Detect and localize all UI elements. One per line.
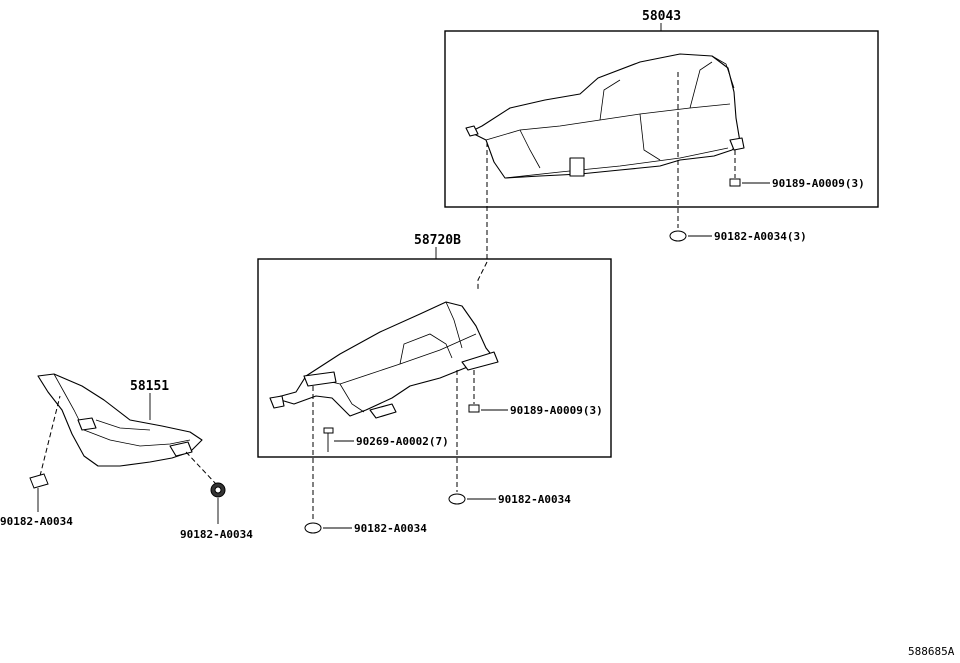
- upper-bolt-group: 90189-A0009(3): [729, 150, 865, 190]
- upper-assembly-group: 58043 90189-A0009(3) 90182-A0034(3): [444, 9, 879, 243]
- upper-clip-group: 90182-A0034(3): [669, 72, 807, 243]
- upper-to-middle-dashed-link: [477, 142, 488, 290]
- left-cover-bracket: [77, 417, 97, 431]
- middle-insulator-tab-left: [269, 395, 285, 409]
- middle-rivet-group: 90269-A0002(7): [323, 427, 449, 452]
- middle-insulator-tab-bottom: [369, 403, 397, 419]
- middle-clip-right-group: 90182-A0034: [448, 370, 571, 506]
- left-cover-label[interactable]: 58151: [130, 379, 169, 394]
- left-clip-b-group: 90182-A0034: [180, 451, 253, 541]
- middle-assembly-frame: [257, 258, 612, 458]
- middle-insulator-tab-right: [461, 351, 499, 371]
- left-cover-rib-2: [95, 419, 151, 431]
- upper-insulator-fold-3: [689, 61, 713, 109]
- upper-bolt-label[interactable]: 90189-A0009(3): [772, 177, 865, 190]
- upper-insulator-tab-right: [729, 137, 745, 151]
- left-clip-a-group: 90182-A0034: [0, 395, 73, 528]
- upper-insulator-fold-4: [519, 129, 541, 169]
- middle-insulator-recess: [399, 333, 453, 365]
- left-clip-b-hole: [214, 486, 222, 494]
- left-clip-a-dashed-line: [39, 395, 61, 477]
- left-clip-a-icon[interactable]: [29, 473, 49, 489]
- middle-clip-left-group: 90182-A0034: [304, 386, 427, 535]
- middle-clip-left-label[interactable]: 90182-A0034: [354, 522, 427, 535]
- left-cover-group: 58151 90182-A0034 90182-A0034: [0, 373, 253, 541]
- upper-assembly-label[interactable]: 58043: [642, 9, 681, 24]
- middle-clip-right-icon[interactable]: [448, 493, 466, 505]
- upper-insulator-tab-left: [465, 125, 479, 137]
- left-cover-rib: [83, 429, 191, 447]
- reference-code: 588685A: [908, 645, 955, 658]
- upper-bolt-icon[interactable]: [729, 178, 741, 187]
- middle-heat-insulator[interactable]: [273, 301, 495, 417]
- middle-assembly-group: 58720B 90189-A0009(3) 90269-A0002(7): [257, 233, 612, 535]
- upper-heat-insulator[interactable]: [469, 53, 741, 179]
- middle-insulator-fold: [339, 383, 365, 413]
- middle-bolt-label[interactable]: 90189-A0009(3): [510, 404, 603, 417]
- middle-insulator-bracket: [303, 371, 337, 387]
- middle-bolt-icon[interactable]: [468, 404, 480, 413]
- upper-clip-icon[interactable]: [669, 230, 687, 242]
- middle-insulator-fold-2: [445, 301, 463, 349]
- upper-insulator-end: [711, 55, 735, 89]
- left-clip-b-label[interactable]: 90182-A0034: [180, 528, 253, 541]
- upper-assembly-frame: [444, 30, 879, 208]
- upper-clip-label[interactable]: 90182-A0034(3): [714, 230, 807, 243]
- upper-insulator-fold: [599, 79, 621, 121]
- upper-insulator-bracket: [569, 157, 585, 177]
- left-clip-b-dashed-line: [185, 451, 217, 485]
- upper-insulator-edge: [504, 147, 729, 179]
- left-clip-a-label[interactable]: 90182-A0034: [0, 515, 73, 528]
- upper-insulator-fold-2: [639, 113, 661, 161]
- middle-rivet-head-icon[interactable]: [323, 427, 334, 434]
- middle-clip-right-label[interactable]: 90182-A0034: [498, 493, 571, 506]
- middle-clip-left-icon[interactable]: [304, 522, 322, 534]
- middle-bolt-group: 90189-A0009(3): [468, 370, 603, 417]
- middle-assembly-label[interactable]: 58720B: [414, 233, 461, 248]
- middle-rivet-label[interactable]: 90269-A0002(7): [356, 435, 449, 448]
